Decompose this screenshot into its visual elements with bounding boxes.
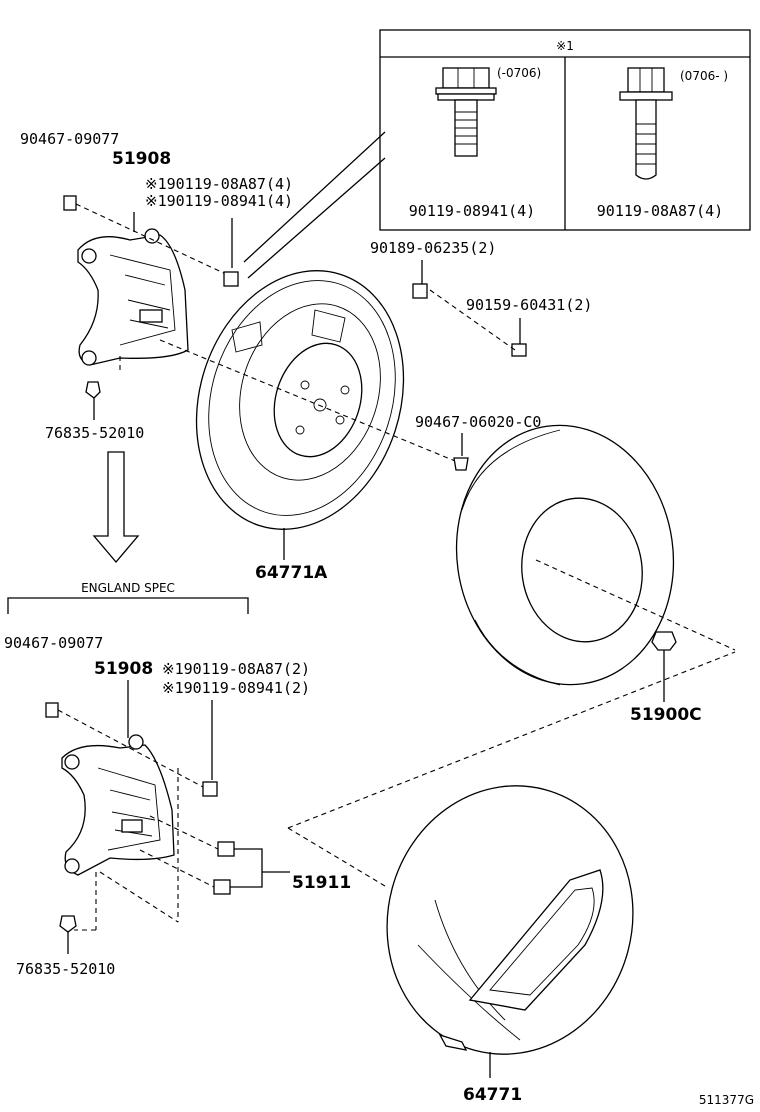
bolt-90189-icon <box>412 283 428 299</box>
upper-clip-icon <box>63 195 77 211</box>
label-90467-09077: 90467-09077 <box>20 130 119 148</box>
eng-clip-icon <box>45 702 59 718</box>
england-carrier-bracket-icon <box>61 734 175 876</box>
inset-right-part: 90119-08A87(4) <box>597 202 723 220</box>
label-76835-52010: 76835-52010 <box>45 424 144 442</box>
spare-tire-cover-icon <box>386 785 634 1055</box>
eng-bolt-51911-a-icon <box>217 841 235 857</box>
inset-bolt-right-icon <box>619 67 673 180</box>
tire-icon <box>455 424 675 686</box>
eng-label-51908: 51908 <box>94 659 153 679</box>
nut-90159-icon <box>511 343 527 357</box>
inset-left-range: (-0706) <box>497 66 541 80</box>
eng-grommet-icon <box>59 915 77 933</box>
diagram-code: 511377G <box>699 1093 754 1107</box>
eng-label-90467-09077: 90467-09077 <box>4 634 103 652</box>
inset-bolt-left-icon <box>435 67 497 157</box>
label-64771a: 64771A <box>255 563 328 583</box>
label-90189-06235: 90189-06235(2) <box>370 239 496 257</box>
label-bolt-08a87: ※190119-08A87(4) <box>145 175 293 193</box>
nut-51900c-icon <box>651 631 677 651</box>
england-spec-title: ENGLAND SPEC <box>81 581 175 595</box>
clip-90467-icon <box>453 457 469 471</box>
eng-label-76835-52010: 76835-52010 <box>16 960 115 978</box>
eng-bolt-icon <box>202 781 218 797</box>
label-90467-06020: 90467-06020-C0 <box>415 413 541 431</box>
inset-left-part: 90119-08941(4) <box>409 202 535 220</box>
eng-label-bolt-08941: ※190119-08941(2) <box>162 679 310 697</box>
label-51900c: 51900C <box>630 705 702 725</box>
eng-label-51911: 51911 <box>292 873 351 893</box>
upper-bolt-icon <box>223 271 239 287</box>
upper-grommet-icon <box>85 381 101 399</box>
label-51908: 51908 <box>112 149 171 169</box>
label-bolt-08941: ※190119-08941(4) <box>145 192 293 210</box>
eng-label-bolt-08a87: ※190119-08A87(2) <box>162 660 310 678</box>
eng-bolt-51911-b-icon <box>213 879 231 895</box>
spare-wheel-icon <box>195 270 405 530</box>
inset-header: ※1 <box>556 39 574 53</box>
eng-label-64771: 64771 <box>463 1085 522 1105</box>
label-90159-60431: 90159-60431(2) <box>466 296 592 314</box>
inset-right-range: (0706- ) <box>680 69 728 83</box>
down-arrow-icon <box>92 451 140 564</box>
inset-box: ※1 (-0706) (0706- ) <box>379 29 751 231</box>
